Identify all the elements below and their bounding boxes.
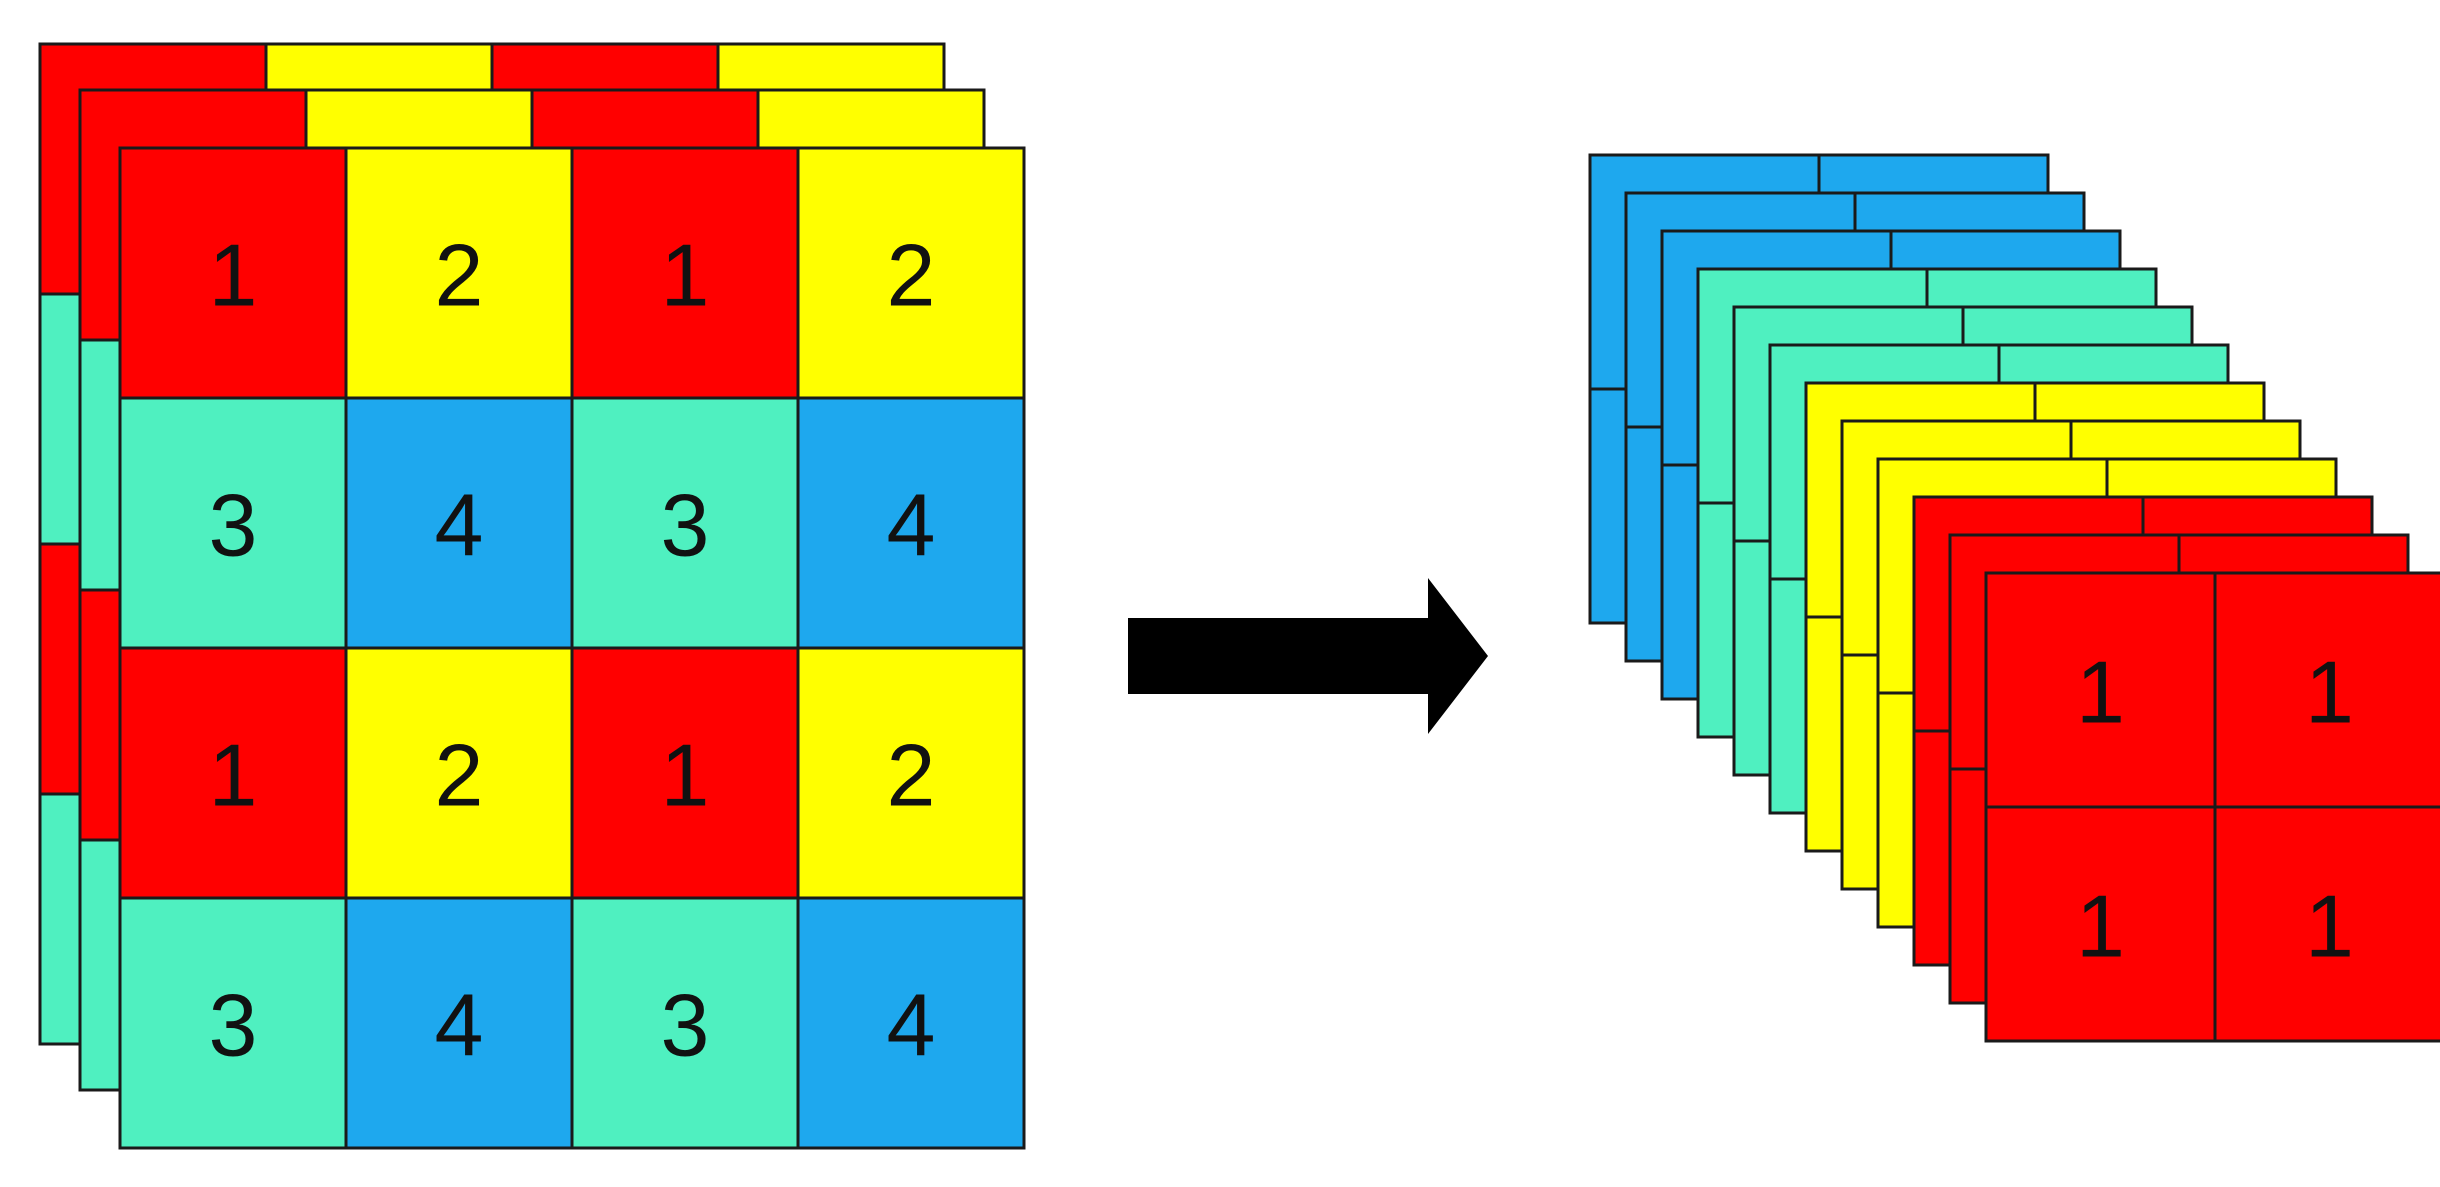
input-cell-label: 3 [209,476,258,575]
input-cell-box [118,896,348,1150]
input-cell-label: 1 [209,226,258,325]
input-cell-box [118,646,348,900]
input-cell-box [570,396,800,650]
input-cell-label: 4 [435,476,484,575]
output-cell-label: 1 [2076,877,2125,976]
output-cell-label: 1 [2305,877,2354,976]
input-cell: 2 [796,646,1026,900]
input-cell: 3 [570,396,800,650]
input-cell-label: 2 [887,226,936,325]
input-cell-label: 4 [887,976,936,1075]
input-cell: 2 [796,146,1026,400]
input-cell-label: 1 [661,726,710,825]
input-cell-box [570,896,800,1150]
input-cell: 4 [344,396,574,650]
input-cell-label: 4 [435,976,484,1075]
input-cell: 1 [118,146,348,400]
output-slice-12: 1 1 1 1 [1984,571,2440,1043]
input-cell-label: 2 [435,226,484,325]
output-cell-label: 1 [2076,643,2125,742]
input-cell-box [570,646,800,900]
input-cell: 3 [118,896,348,1150]
input-cell: 4 [796,896,1026,1150]
input-cell-box [796,396,1026,650]
input-cell-box [344,896,574,1150]
input-cell-label: 3 [661,976,710,1075]
input-cell: 2 [344,146,574,400]
input-cell: 1 [118,646,348,900]
input-cell: 1 [570,646,800,900]
input-cell-label: 3 [661,476,710,575]
output-stack: 1 1 1 1 [1588,153,2440,1043]
input-cell-label: 1 [209,726,258,825]
input-cell-box [796,896,1026,1150]
right-arrow-icon [1128,578,1488,734]
input-cell-label: 2 [435,726,484,825]
input-cell-box [796,646,1026,900]
input-cell-box [344,646,574,900]
input-grid: 1 2 1 2 3 4 3 4 1 2 1 2 3 4 3 4 [118,146,1026,1150]
output-cell-label: 1 [2305,643,2354,742]
input-cell-label: 3 [209,976,258,1075]
input-cell: 1 [570,146,800,400]
arrow-shape [1128,578,1488,734]
input-cell: 3 [570,896,800,1150]
input-cell-label: 1 [661,226,710,325]
input-cell-box [344,396,574,650]
input-cell-label: 4 [887,476,936,575]
input-cell: 3 [118,396,348,650]
input-cell-box [796,146,1026,400]
input-cell: 4 [344,896,574,1150]
input-cell: 2 [344,646,574,900]
input-cell-box [570,146,800,400]
input-cell: 4 [796,396,1026,650]
input-cell-label: 2 [887,726,936,825]
